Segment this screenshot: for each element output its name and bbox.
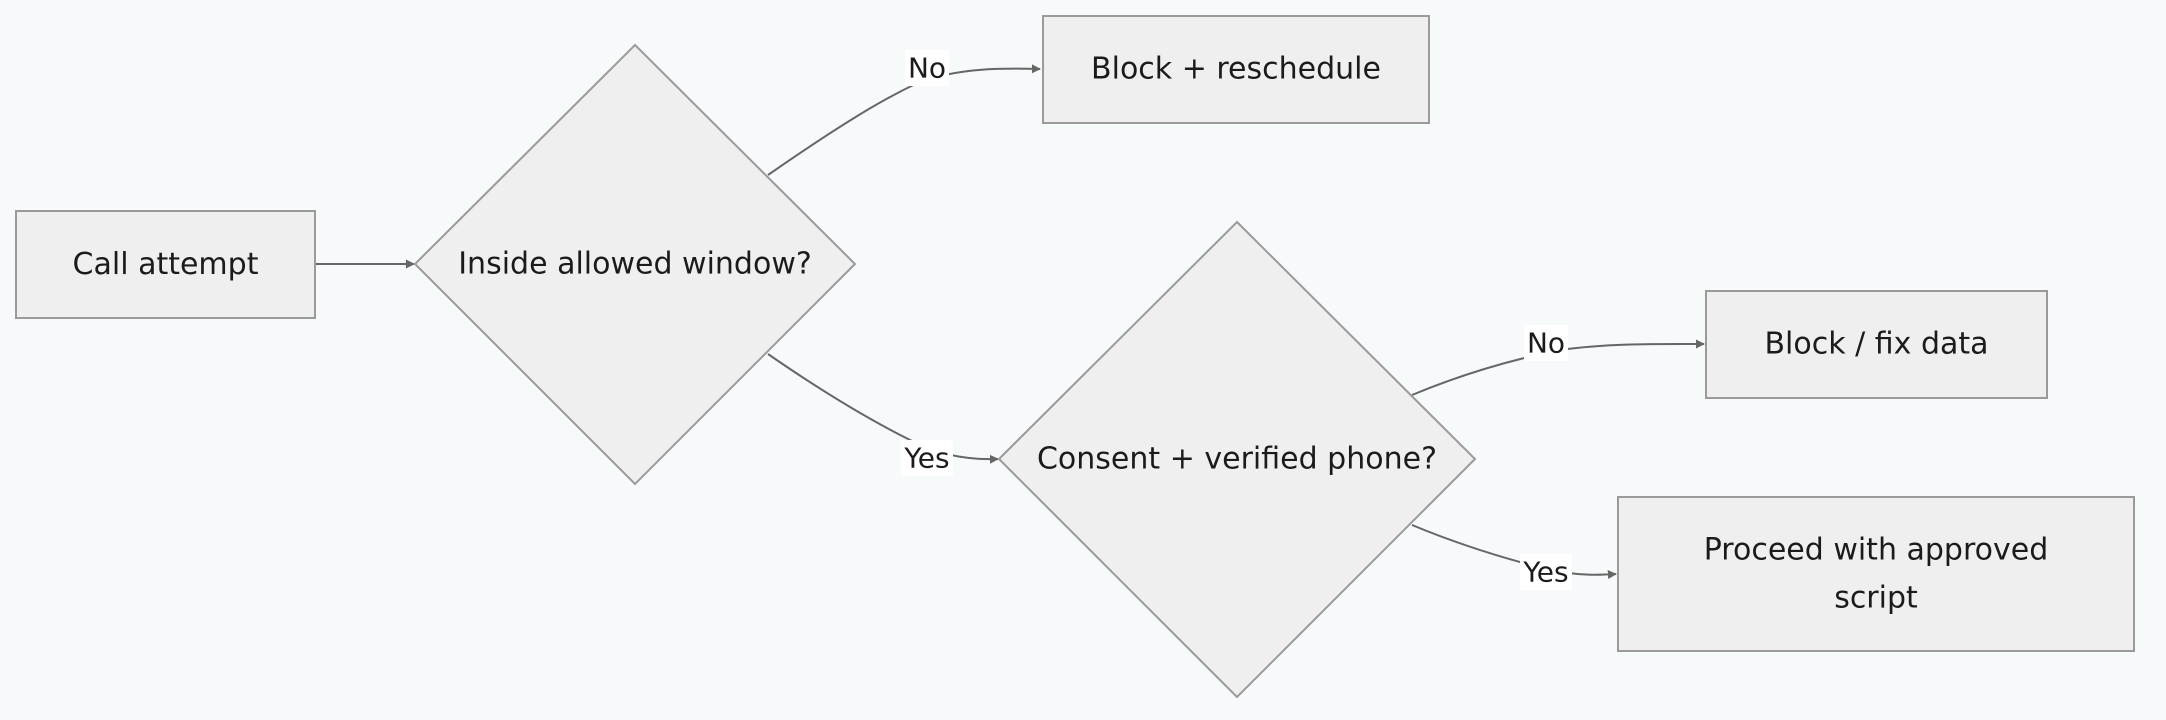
node-call-attempt: Call attempt	[15, 210, 316, 319]
node-block-reschedule: Block + reschedule	[1042, 15, 1430, 124]
node-inside-window-label: Inside allowed window?	[458, 247, 812, 282]
edge-label-window-yes-text: Yes	[903, 442, 949, 475]
node-block-fix-data-label: Block / fix data	[1764, 327, 1988, 362]
edge-window-no	[767, 64, 1041, 176]
edge-label-consent-no: No	[1524, 325, 1568, 361]
edge-window-yes	[767, 353, 999, 464]
edge-label-consent-yes-text: Yes	[1522, 556, 1568, 589]
edge-label-window-yes: Yes	[901, 440, 953, 476]
node-inside-window: Inside allowed window?	[413, 43, 857, 486]
edge-label-window-no-text: No	[908, 52, 946, 85]
node-proceed-label-line1: Proceed with approved	[1704, 533, 2049, 568]
node-call-attempt-label: Call attempt	[73, 247, 259, 282]
edge-label-window-no: No	[905, 50, 949, 86]
node-block-fix-data: Block / fix data	[1705, 290, 2048, 399]
node-proceed: Proceed with approved script	[1617, 496, 2135, 652]
node-consent-verified-label: Consent + verified phone?	[1037, 442, 1437, 477]
edge-label-consent-no-text: No	[1527, 327, 1565, 360]
edge-label-consent-yes: Yes	[1520, 554, 1572, 590]
edge-consent-yes	[1411, 524, 1617, 579]
node-consent-verified: Consent + verified phone?	[997, 220, 1477, 699]
node-block-reschedule-label: Block + reschedule	[1091, 52, 1381, 87]
node-proceed-label-line2: script	[1834, 581, 1918, 616]
